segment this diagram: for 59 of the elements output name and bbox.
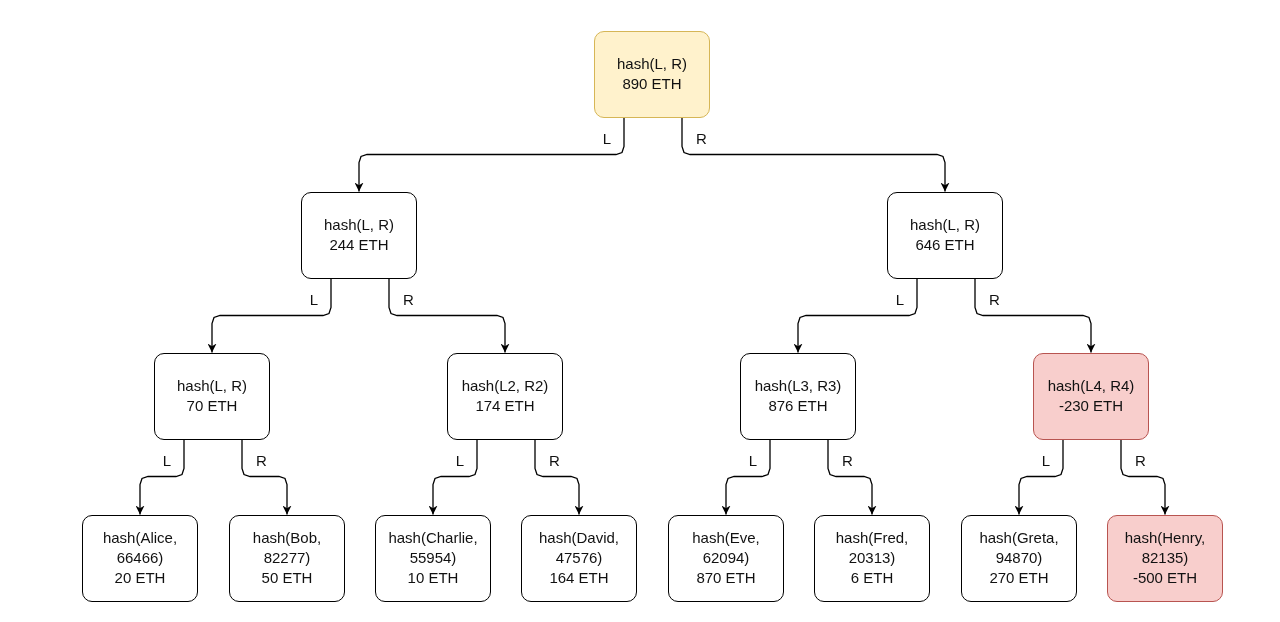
hash-node bbox=[668, 514, 784, 602]
hash-label: hash(Alice, 66466) bbox=[101, 528, 179, 568]
arrow bbox=[207, 277, 332, 354]
hash-label: hash(L, R) bbox=[617, 54, 687, 74]
hash-node bbox=[814, 514, 930, 602]
hash-node bbox=[447, 352, 563, 440]
arrow bbox=[241, 438, 292, 516]
hash-node bbox=[82, 514, 198, 602]
hash-label: hash(Eve, 62094) bbox=[691, 528, 761, 568]
hash-node bbox=[229, 514, 345, 602]
hash-label: hash(L, R) bbox=[324, 215, 394, 235]
balance-label: 10 ETH bbox=[407, 568, 459, 588]
arrow bbox=[827, 438, 877, 516]
balance-label: 870 ETH bbox=[696, 568, 756, 588]
hash-node bbox=[961, 514, 1077, 602]
hash-label: hash(Charlie, 55954) bbox=[387, 528, 479, 568]
balance-label: 646 ETH bbox=[915, 235, 975, 255]
hash-label: hash(Henry, 82135) bbox=[1123, 528, 1207, 568]
hash-label: hash(David, 47576) bbox=[537, 528, 620, 568]
arrow bbox=[135, 438, 185, 516]
hash-label: hash(Fred, 20313) bbox=[834, 528, 910, 568]
arrow bbox=[974, 277, 1096, 354]
hash-node bbox=[154, 352, 270, 440]
balance-label: 244 ETH bbox=[329, 235, 389, 255]
balance-label: 174 ETH bbox=[475, 396, 535, 416]
balance-label: 270 ETH bbox=[989, 568, 1049, 588]
hash-node bbox=[375, 514, 491, 602]
arrow bbox=[1120, 438, 1170, 516]
hash-label: hash(L, R) bbox=[910, 215, 980, 235]
balance-label: 164 ETH bbox=[549, 568, 609, 588]
arrow bbox=[1014, 438, 1064, 516]
hash-label: hash(L3, R3) bbox=[754, 376, 842, 396]
arrow bbox=[388, 277, 510, 354]
hash-node bbox=[887, 191, 1003, 279]
hash-node bbox=[740, 352, 856, 440]
arrow bbox=[721, 438, 771, 516]
hash-label: hash(L2, R2) bbox=[461, 376, 549, 396]
arrow bbox=[354, 116, 625, 193]
balance-label: 876 ETH bbox=[768, 396, 828, 416]
arrow bbox=[681, 116, 950, 193]
balance-label: 70 ETH bbox=[186, 396, 238, 416]
balance-label: 890 ETH bbox=[622, 74, 682, 94]
balance-label: -230 ETH bbox=[1058, 396, 1124, 416]
hash-label: hash(L4, R4) bbox=[1047, 376, 1135, 396]
hash-label: hash(L, R) bbox=[177, 376, 247, 396]
balance-label: 20 ETH bbox=[114, 568, 166, 588]
hash-label: hash(Greta, 94870) bbox=[978, 528, 1060, 568]
hash-node bbox=[521, 514, 637, 602]
arrow bbox=[428, 438, 478, 516]
hash-label: hash(Bob, 82277) bbox=[251, 528, 323, 568]
balance-label: 50 ETH bbox=[261, 568, 313, 588]
balance-label: -500 ETH bbox=[1132, 568, 1198, 588]
hash-node bbox=[1107, 514, 1223, 602]
hash-node bbox=[594, 30, 710, 118]
hash-node bbox=[1033, 352, 1149, 440]
arrow bbox=[534, 438, 584, 516]
hash-node bbox=[301, 191, 417, 279]
arrow bbox=[793, 277, 918, 354]
balance-label: 6 ETH bbox=[850, 568, 894, 588]
